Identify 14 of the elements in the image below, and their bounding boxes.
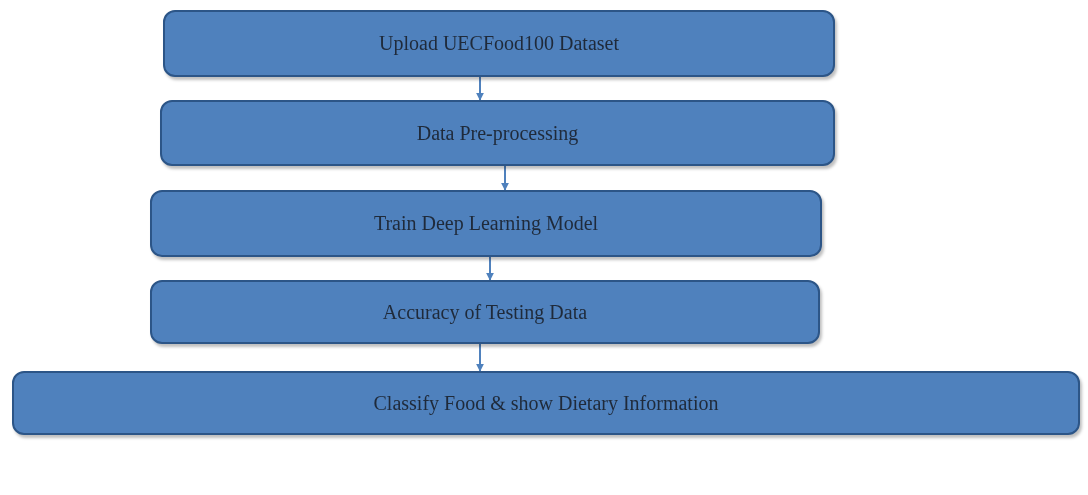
process-box <box>160 100 835 166</box>
arrow <box>501 165 509 191</box>
process-box <box>163 10 835 77</box>
arrow <box>486 256 494 281</box>
arrow <box>476 343 484 372</box>
process-box <box>150 190 822 257</box>
box-label: Classify Food & show Dietary Information <box>373 391 719 415</box>
process-box <box>12 371 1080 435</box>
box-label: Upload UECFood100 Dataset <box>379 32 619 55</box>
process-box <box>150 280 820 344</box>
box-label: Train Deep Learning Model <box>373 212 599 235</box>
box-label: Accuracy of Testing Data <box>382 300 588 324</box>
box-label: Data Pre-processing <box>416 121 579 145</box>
arrow <box>476 76 484 101</box>
